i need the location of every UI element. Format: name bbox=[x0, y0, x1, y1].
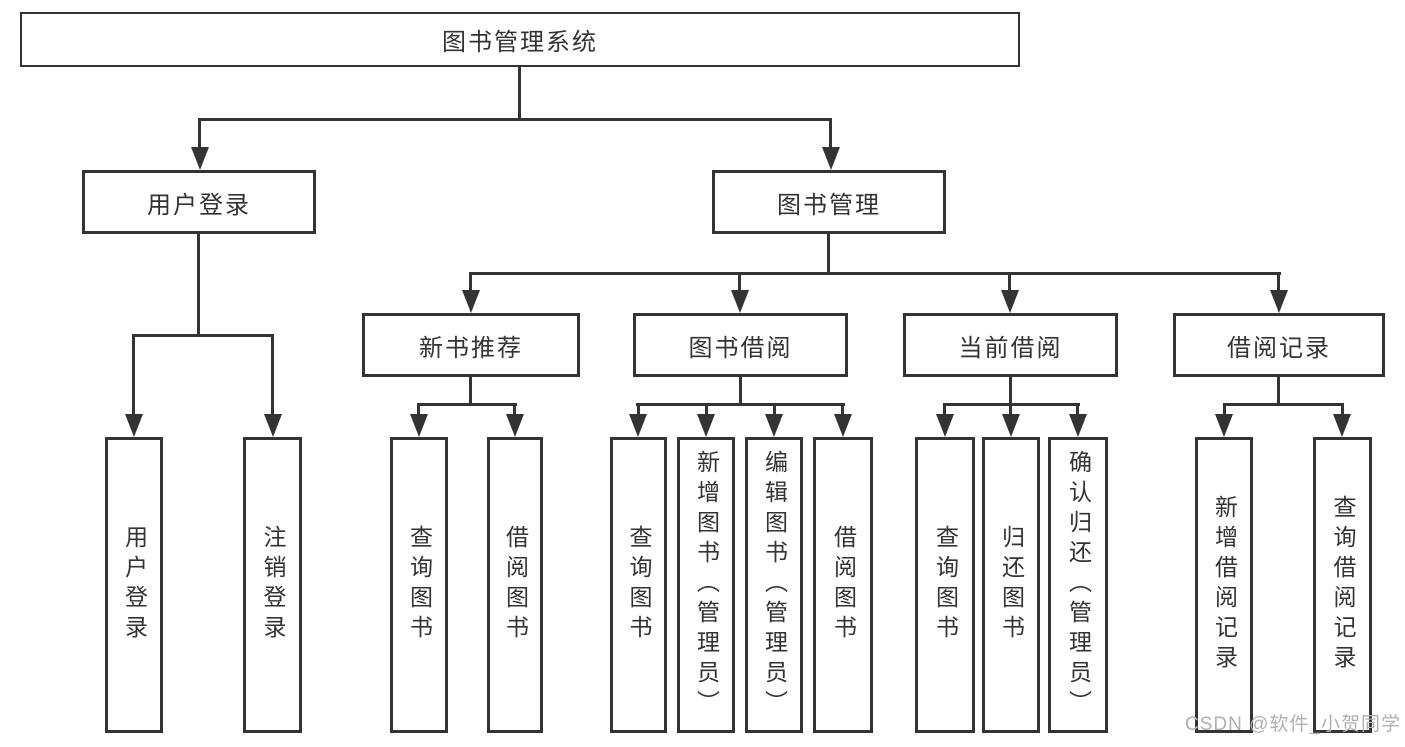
arrow-down-icon bbox=[629, 414, 647, 437]
connector-line bbox=[1277, 375, 1280, 406]
arrow-down-icon bbox=[822, 147, 840, 170]
node-leaf-query-borrow-record-label: 查询借阅记录 bbox=[1330, 495, 1356, 675]
arrow-down-icon bbox=[1001, 290, 1019, 313]
connector-line bbox=[1076, 403, 1079, 416]
node-leaf-query-books-3-label: 查询图书 bbox=[932, 525, 959, 645]
connector-line bbox=[841, 403, 844, 416]
arrow-down-icon bbox=[410, 414, 428, 437]
node-root: 图书管理系统 bbox=[20, 12, 1020, 67]
node-current-borrow: 当前借阅 bbox=[903, 313, 1118, 377]
node-leaf-query-books-3: 查询图书 bbox=[915, 437, 975, 733]
connector-line bbox=[1223, 403, 1344, 406]
connector-line bbox=[739, 375, 742, 406]
node-leaf-borrow-books-1-label: 借阅图书 bbox=[502, 525, 529, 645]
node-new-book-recommend-label: 新书推荐 bbox=[419, 334, 523, 362]
node-leaf-query-books-1-label: 查询图书 bbox=[406, 525, 433, 645]
connector-line bbox=[1008, 272, 1011, 292]
connector-line bbox=[829, 118, 832, 150]
arrow-down-icon bbox=[1270, 290, 1288, 313]
connector-line bbox=[132, 334, 273, 337]
node-leaf-return-books: 归还图书 bbox=[982, 437, 1040, 733]
connector-line bbox=[198, 118, 832, 121]
node-borrow-records-label: 借阅记录 bbox=[1227, 334, 1331, 362]
arrow-down-icon bbox=[1002, 414, 1020, 437]
arrow-down-icon bbox=[834, 414, 852, 437]
node-leaf-query-books-2: 查询图书 bbox=[610, 437, 667, 733]
connector-line bbox=[513, 403, 516, 416]
node-user-login: 用户登录 bbox=[82, 170, 316, 234]
connector-line bbox=[943, 403, 946, 416]
node-leaf-query-books-1: 查询图书 bbox=[390, 437, 448, 733]
node-new-book-recommend: 新书推荐 bbox=[362, 313, 580, 377]
node-book-borrow: 图书借阅 bbox=[633, 313, 848, 377]
node-current-borrow-label: 当前借阅 bbox=[958, 334, 1063, 362]
node-leaf-borrow-books-2: 借阅图书 bbox=[813, 437, 873, 733]
connector-line bbox=[469, 272, 472, 292]
connector-line bbox=[469, 375, 472, 406]
node-book-management: 图书管理 bbox=[712, 170, 946, 234]
arrow-down-icon bbox=[1069, 414, 1087, 437]
connector-line bbox=[636, 403, 845, 406]
arrow-down-icon bbox=[1333, 414, 1351, 437]
connector-line bbox=[773, 403, 776, 416]
connector-line bbox=[271, 334, 274, 416]
arrow-down-icon bbox=[731, 290, 749, 313]
connector-line bbox=[738, 272, 741, 292]
node-leaf-logout-label: 注销登录 bbox=[260, 525, 286, 645]
node-leaf-borrow-books-1: 借阅图书 bbox=[487, 437, 543, 733]
arrow-down-icon bbox=[191, 147, 209, 170]
node-leaf-return-books-label: 归还图书 bbox=[998, 525, 1025, 645]
node-leaf-query-books-2-label: 查询图书 bbox=[626, 525, 652, 645]
arrow-down-icon bbox=[697, 414, 715, 437]
node-leaf-add-borrow-record-label: 新增借阅记录 bbox=[1211, 495, 1238, 675]
arrow-down-icon bbox=[462, 290, 480, 313]
node-leaf-add-borrow-record: 新增借阅记录 bbox=[1195, 437, 1253, 733]
node-book-borrow-label: 图书借阅 bbox=[688, 334, 793, 362]
node-leaf-user-login: 用户登录 bbox=[105, 437, 163, 733]
connector-line bbox=[417, 403, 420, 416]
node-user-login-label: 用户登录 bbox=[147, 191, 251, 219]
node-leaf-edit-books-admin-label: 编辑图书（管理员） bbox=[761, 450, 788, 720]
connector-line bbox=[1341, 403, 1344, 416]
connector-line bbox=[637, 403, 640, 416]
node-leaf-add-books-admin-label: 新增图书（管理员） bbox=[693, 450, 720, 720]
node-leaf-edit-books-admin: 编辑图书（管理员） bbox=[745, 437, 803, 733]
arrow-down-icon bbox=[936, 414, 954, 437]
connector-line bbox=[198, 118, 201, 150]
node-leaf-borrow-books-2-label: 借阅图书 bbox=[830, 525, 857, 645]
node-leaf-logout: 注销登录 bbox=[243, 437, 302, 733]
arrow-down-icon bbox=[264, 414, 282, 437]
connector-line bbox=[1223, 403, 1226, 416]
node-leaf-user-login-label: 用户登录 bbox=[121, 525, 148, 645]
connector-line bbox=[827, 232, 830, 274]
node-root-label: 图书管理系统 bbox=[442, 29, 598, 56]
connector-line bbox=[132, 334, 135, 416]
node-leaf-add-books-admin: 新增图书（管理员） bbox=[677, 437, 735, 733]
connector-line bbox=[705, 403, 708, 416]
node-leaf-confirm-return-admin: 确认归还（管理员） bbox=[1048, 437, 1108, 733]
arrow-down-icon bbox=[125, 414, 143, 437]
node-leaf-query-borrow-record: 查询借阅记录 bbox=[1313, 437, 1372, 733]
arrow-down-icon bbox=[765, 414, 783, 437]
connector-line bbox=[417, 403, 517, 406]
connector-line bbox=[1277, 272, 1280, 292]
arrow-down-icon bbox=[506, 414, 524, 437]
watermark: CSDN @软件_小贺同学 bbox=[1185, 714, 1401, 735]
connector-line bbox=[469, 272, 1281, 275]
arrow-down-icon bbox=[1215, 414, 1233, 437]
node-leaf-confirm-return-admin-label: 确认归还（管理员） bbox=[1065, 450, 1092, 720]
connector-line bbox=[1009, 375, 1012, 406]
node-borrow-records: 借阅记录 bbox=[1173, 313, 1385, 377]
connector-line bbox=[197, 232, 200, 336]
node-book-management-label: 图书管理 bbox=[777, 191, 881, 219]
connector-line bbox=[1009, 403, 1012, 416]
connector-line bbox=[518, 65, 521, 120]
